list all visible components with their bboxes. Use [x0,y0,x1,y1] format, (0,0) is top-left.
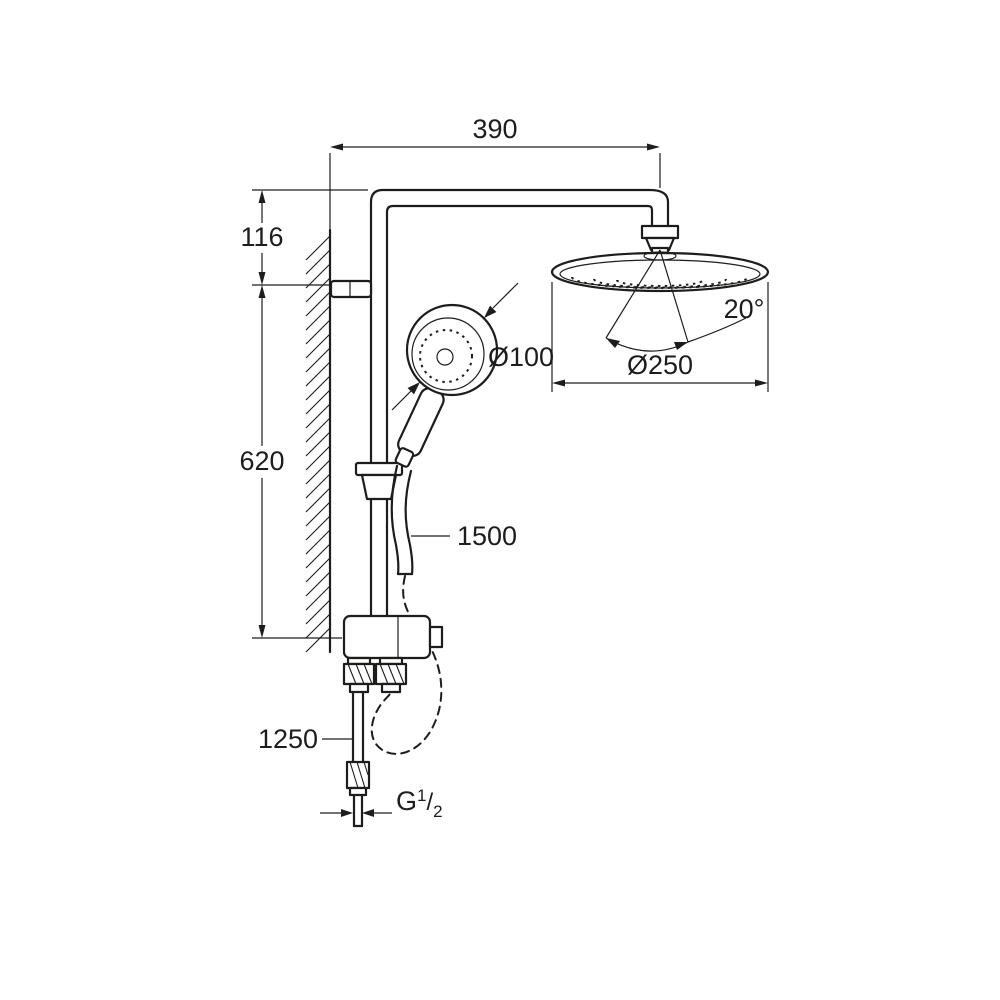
supply-fitting-knurl [349,761,369,789]
mixer-housing [342,614,432,660]
dimension-1250: 1250 [258,724,353,754]
dim-620-arrow-top [258,285,266,298]
dim-116-label: 116 [240,222,283,252]
head-shower [550,251,770,293]
valve-body [342,614,444,694]
union-left-knurl [347,663,373,685]
dim-620-arrow-bottom [258,625,266,638]
shower-rail [329,188,670,620]
angle-label: 20° [724,294,765,324]
dimension-390: 390 [329,114,661,230]
leader-1250-label: 1250 [258,724,318,754]
dim-100-arrow-top [484,305,497,318]
thread-arrow-left [341,809,353,817]
dim-390-arrow-right [647,143,660,151]
hose-edge-right [404,469,414,576]
union-right-tail [380,682,402,694]
joint-nut [640,224,680,240]
thread-label: G1/2 [396,786,443,821]
head-shower-joint [640,224,680,257]
dimension-d250: Ø250 [551,282,769,392]
thread-arrow-right [362,809,374,817]
dim-116-arrow-bottom [258,272,266,285]
hose-edge-left [390,464,400,576]
thread-prefix: G [396,786,417,816]
slider-holder [354,461,404,501]
spray-ring-middle [593,278,727,289]
spray-ring-outer [571,276,749,289]
wall-hatch [305,235,331,653]
dim-250-label: Ø250 [627,350,693,380]
supply-fitting-neck [348,786,368,797]
union-right-knurl [379,663,405,685]
dim-100-leader-top [492,282,519,309]
angle-line-right [659,249,689,343]
angle-arrow-left [606,338,620,348]
rail-outer-edge [369,188,670,620]
hand-shower-face [411,317,485,391]
dimension-d100: Ø100 [391,282,554,411]
angle-line-left [605,249,661,339]
dim-100-arrow-bottom [407,382,420,395]
angle-annotation: 20° [605,249,765,352]
dim-100-leader-bottom [391,390,412,411]
thread-slash: / [426,789,433,816]
rail-inner-edge [385,204,654,620]
dim-250-arrow-right [755,379,768,387]
dim-390-arrow-left [330,143,343,151]
dim-100-label: Ø100 [488,342,554,372]
hand-shower-head [405,303,499,397]
thread-numerator: 1 [417,786,426,805]
hand-shower-handle [394,387,445,468]
angle-arrow-right [674,342,688,350]
dim-116-arrow-top [258,190,266,203]
holder-collar [360,473,398,501]
hose-leader-1500: 1500 [411,521,517,551]
wall-bracket [329,279,373,299]
union-left-nut [342,662,376,686]
spray-ring-inner [616,279,704,287]
thread-annotation: G1/2 [320,786,443,821]
hand-shower [394,303,499,468]
union-left-tail [348,682,370,694]
dimension-116: 116 [240,189,368,286]
union-right-nut [374,662,408,686]
dim-250-arrow-left [552,379,565,387]
hand-shower-nozzles [419,329,473,383]
shower-hose [370,464,443,755]
leader-1500-label: 1500 [457,521,517,551]
supply-hose [345,690,371,828]
dim-390-label: 390 [472,114,517,144]
wall-section [305,228,332,654]
hand-shower-center [436,348,454,366]
mixer-outlet [428,625,444,649]
dim-620-label: 620 [239,446,284,476]
dimension-620: 620 [239,285,342,639]
thread-denominator: 2 [433,802,442,821]
